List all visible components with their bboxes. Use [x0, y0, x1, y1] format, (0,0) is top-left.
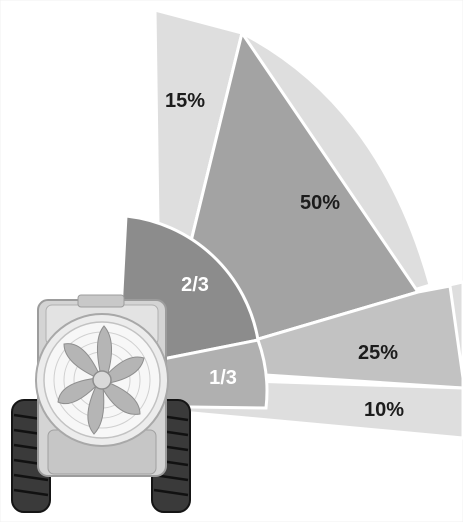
label-outer-main: 50% [300, 192, 340, 214]
label-outer-top: 15% [165, 90, 205, 112]
label-inner-lower: 1/3 [209, 367, 237, 389]
label-outer-bottom: 10% [364, 399, 404, 421]
label-inner-upper: 2/3 [181, 274, 209, 296]
label-outer-middle: 25% [358, 342, 398, 364]
sprayer-icon [11, 294, 191, 513]
